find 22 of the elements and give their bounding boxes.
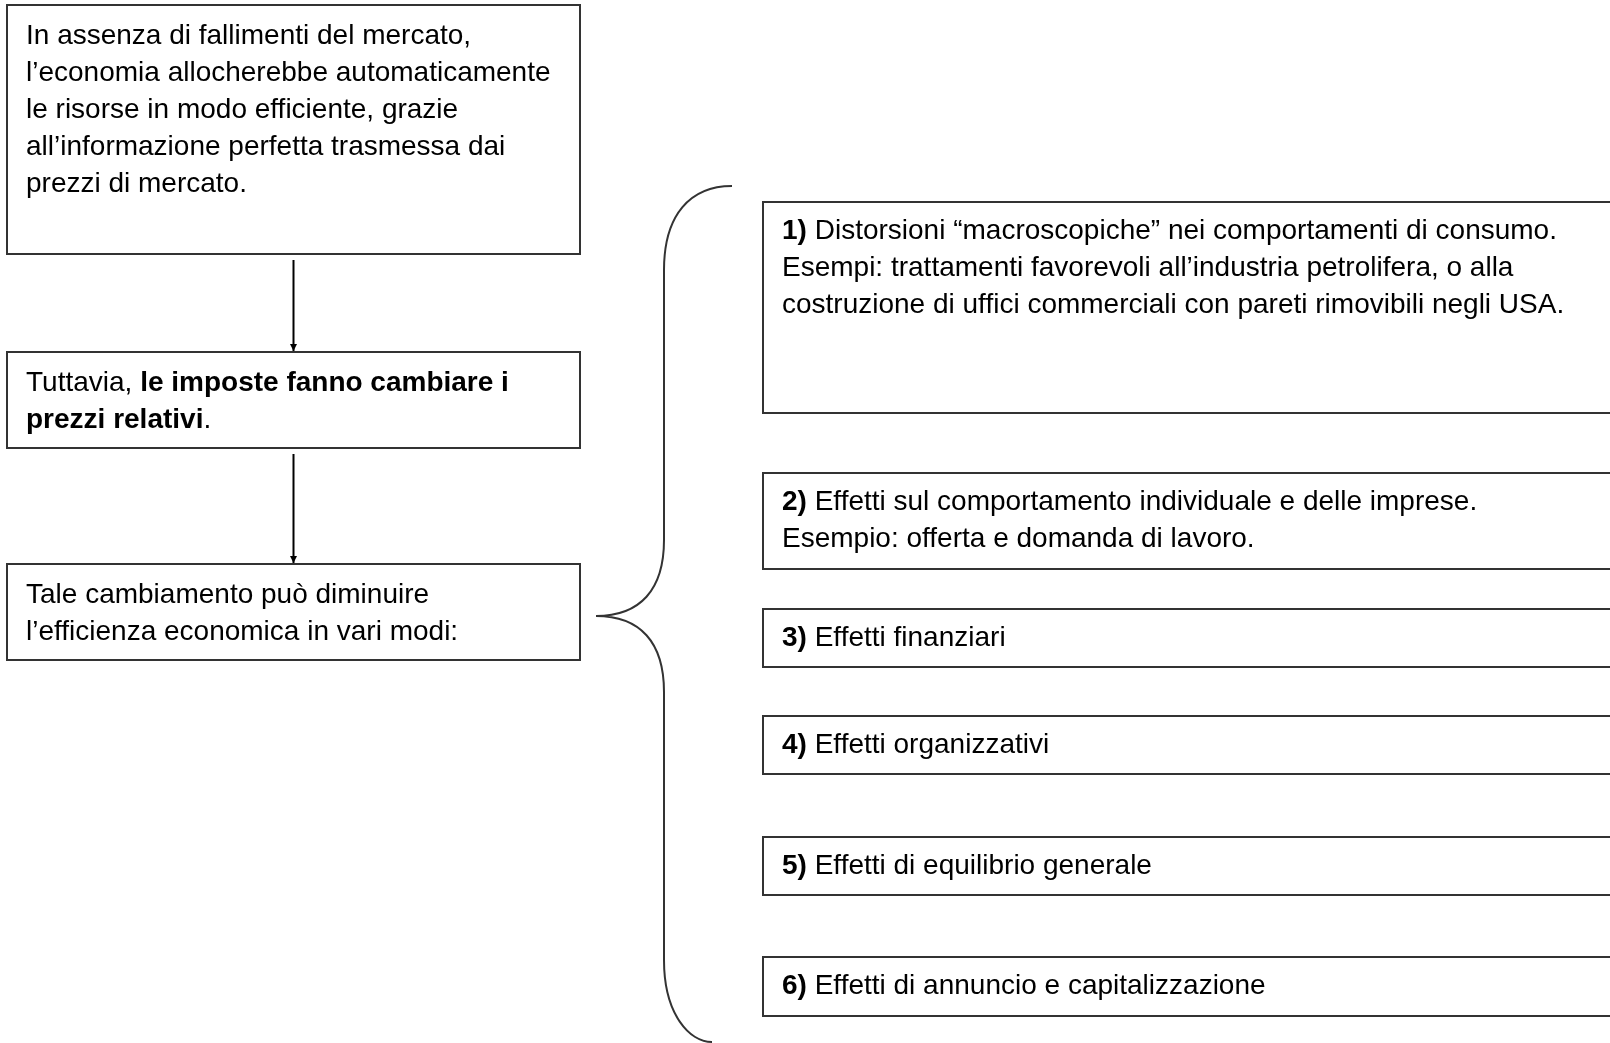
arrow — [290, 453, 297, 564]
effect-box — [762, 836, 1610, 896]
effect-box — [762, 201, 1610, 414]
box-text: Tale cambiamento può diminuire l’efficienza economica in vari modi: — [26, 577, 460, 648]
effect-text: Esempi: trattamenti favorevoli all’industria petrolifera, o alla costruzione di uffici commerciali con pareti rimovibili negli USA. — [782, 250, 1566, 321]
effect-text: 6) Effetti di annuncio e capitalizzazione — [782, 968, 1267, 1002]
effect-text: 3) Effetti finanziari — [782, 620, 1007, 654]
effect-box — [762, 472, 1610, 570]
effect-text: Esempio: offerta e domanda di lavoro. — [782, 521, 1256, 555]
effect-text: 5) Effetti di equilibrio generale — [782, 848, 1153, 882]
text-box — [6, 4, 581, 255]
effect-text: 1) Distorsioni “macroscopiche” nei comportamenti di consumo. — [782, 213, 1558, 247]
arrow — [290, 259, 297, 352]
box-text: Tuttavia, le imposte fanno cambiare i prezzi relativi. — [26, 365, 510, 436]
effect-text: 4) Effetti organizzativi — [782, 727, 1051, 761]
effect-box — [762, 608, 1610, 668]
effect-box — [762, 956, 1610, 1017]
text-box — [6, 563, 581, 661]
box-text: In assenza di fallimenti del mercato, l’economia allocherebbe automaticamente le risorse in modo efficiente, grazie all’informazione perfetta trasmessa dai prezzi di mercato. — [26, 18, 552, 200]
effect-box — [762, 715, 1610, 775]
text-box — [6, 351, 581, 449]
effect-text: 2) Effetti sul comportamento individuale e delle imprese. — [782, 484, 1479, 518]
